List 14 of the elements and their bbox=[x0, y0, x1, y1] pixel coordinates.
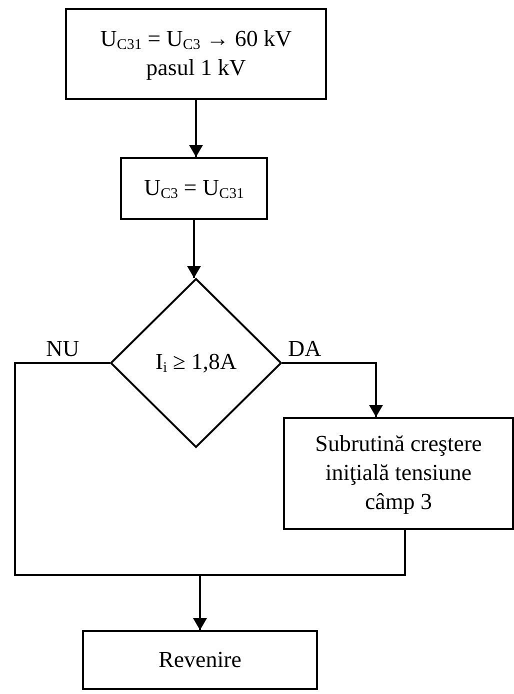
arrow bbox=[194, 530, 406, 630]
node-text: I$_{i}$ ≥ 1,8A bbox=[155, 348, 237, 378]
node-text: U$_{C31}$ = U$_{C3}$ → 60 kV bbox=[100, 24, 292, 54]
arrow bbox=[188, 220, 200, 278]
process-box bbox=[120, 157, 268, 220]
node-text: Revenire bbox=[158, 646, 242, 674]
process-box bbox=[65, 8, 327, 100]
arrow bbox=[282, 362, 382, 417]
node-text: Subrutină creştere iniţială tensiune câmp 3 bbox=[314, 430, 483, 516]
arrow bbox=[190, 100, 202, 157]
process-box bbox=[82, 630, 318, 690]
node-text: U$_{C3}$ = U$_{C31}$ bbox=[144, 174, 244, 204]
node-text: pasul 1 kV bbox=[146, 54, 246, 82]
process-box bbox=[283, 417, 514, 530]
